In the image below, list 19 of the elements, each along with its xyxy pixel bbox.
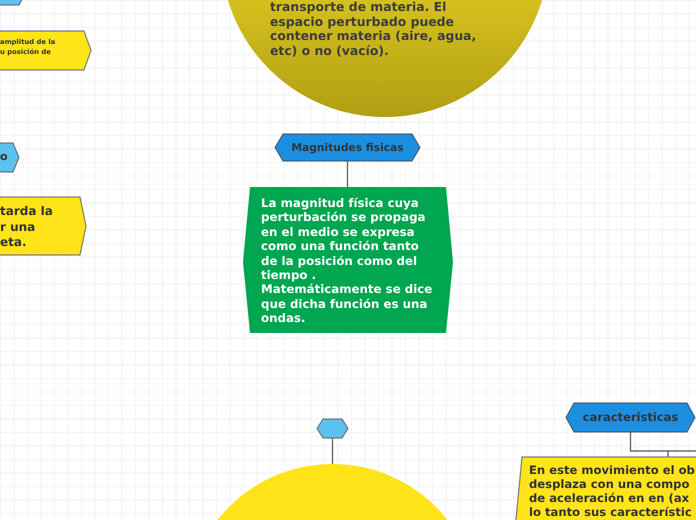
topic-hexagon: [0, 142, 20, 173]
topic-label: caracteristicas: [582, 411, 678, 424]
connector-line: [346, 161, 348, 187]
node-text: La magnitud física cuya perturbación se propaga en el medio se expresa como una función tanto de la posición como del tiempo . Matemáticamente se dice que dicha función es una ondas.: [261, 196, 434, 326]
note-box: [0, 30, 92, 71]
topic-hexagon: [316, 418, 349, 439]
topic-hexagon: [565, 402, 696, 433]
note-box: [515, 456, 696, 520]
note-box: [0, 196, 87, 256]
topic-label: Magnitudes fisicas: [291, 141, 404, 154]
node-text: o: [0, 150, 8, 163]
node-text: En este movimiento el ob desplaza con una compo de aceleración en en (ax lo tanto sus característic: [529, 463, 696, 520]
topic-hexagon: [274, 133, 421, 162]
connector-line: [332, 438, 334, 464]
topic-box: [243, 187, 453, 333]
node-text: transporte de materia. El espacio perturbado puede contener materia (aire, agua, etc) o no (vacío).: [270, 0, 478, 58]
topic-hexagon: [0, 0, 23, 6]
node-text: tarda la r una eta.: [0, 204, 54, 250]
connector-line: [630, 431, 696, 458]
